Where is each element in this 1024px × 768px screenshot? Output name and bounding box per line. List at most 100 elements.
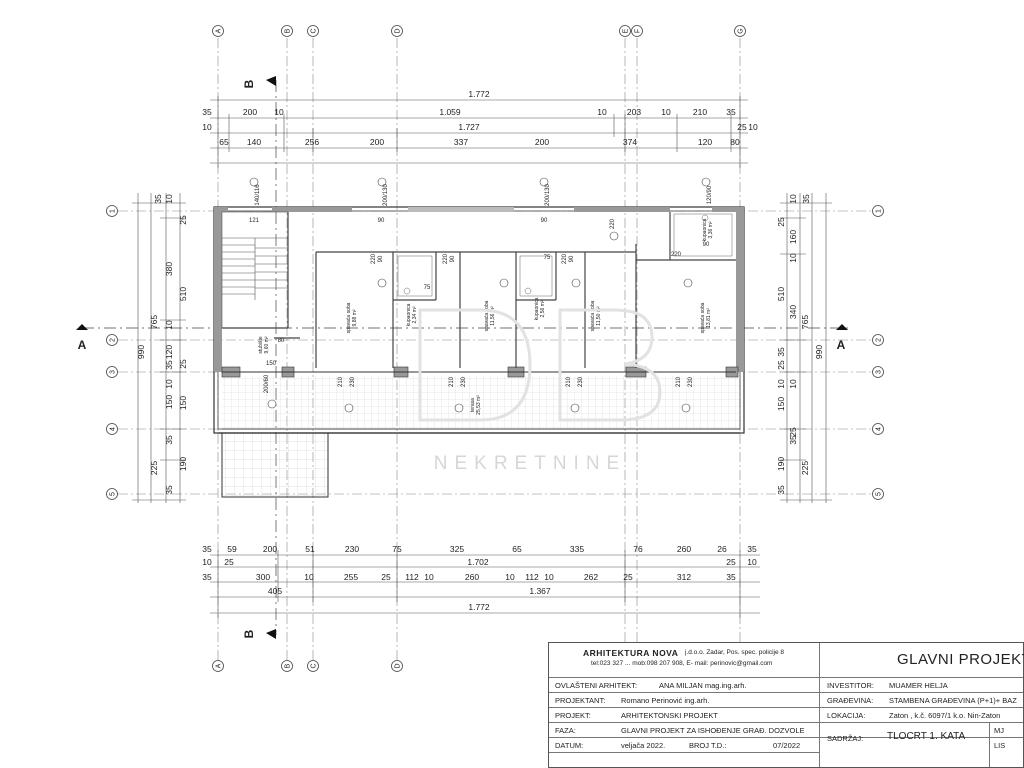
firm-name: ARHITEKTURA NOVA: [583, 648, 679, 658]
dim-left-a-9: 225: [149, 461, 159, 475]
door-label-10: 220: [671, 252, 682, 258]
dim-bottom-r1-9: 76: [633, 544, 643, 554]
dim-bottom-r1-1: 59: [227, 544, 237, 554]
dimension-lines-bottom: [210, 550, 760, 618]
dim-bottom-r1-7: 65: [512, 544, 522, 554]
dim-top-r1-4: 10: [597, 107, 607, 117]
grid-label-top-g: G: [738, 28, 745, 33]
dim-left-b-4: 190: [178, 457, 188, 471]
date-label: DATUM:: [555, 741, 584, 750]
dim-right-b-2: 35: [776, 347, 786, 357]
dim-top-r1-3: 1.059: [439, 107, 461, 117]
dim-top-r1-5: 203: [627, 107, 641, 117]
dim-left-b-1: 510: [178, 287, 188, 301]
grid-label-bottom-c: C: [311, 663, 318, 668]
grid-label-top-b: B: [285, 28, 292, 33]
dim-bottom-r1-2: 200: [263, 544, 277, 554]
dim-right-b-3: 10: [776, 379, 786, 389]
dim-bottom-r2-left-0: 10: [202, 557, 212, 567]
dim-bottom-r3-3: 255: [344, 572, 358, 582]
dim-left-outer-total: 990: [136, 345, 146, 359]
door-label-0: 220: [371, 253, 377, 264]
dim-left-b-0: 25: [178, 215, 188, 225]
light-markers: [249, 177, 711, 413]
interior-walls: [222, 212, 736, 368]
dim-bottom-r4-mid: 1.367: [529, 586, 551, 596]
dim-top-r3-3: 200: [370, 137, 384, 147]
dim-top-r1-1: 200: [243, 107, 257, 117]
dim-right-a-5: 25: [776, 360, 786, 370]
door-label-1: 90: [378, 255, 384, 262]
section-arrow-b-bottom: [266, 629, 276, 639]
firm-contact: tel:023 327 ... mob:098 207 908, E- mail…: [591, 660, 773, 667]
dim-top-r3-8: 80: [730, 137, 740, 147]
watermark: NEKRETNINE: [434, 453, 626, 474]
dim-top-r1-2: 10: [274, 107, 284, 117]
dim-bottom-r1-0: 35: [202, 544, 212, 554]
sheet-label: LIS: [994, 741, 1006, 750]
room-name-bathroom-2: kupaonica: [534, 297, 540, 320]
dim-left-b-2: 25: [178, 359, 188, 369]
dimension-lines-right: [780, 193, 832, 503]
door-label-2: 220: [443, 253, 449, 264]
dim-left-inner-total: 765: [149, 315, 159, 329]
top-width-3: 90: [703, 242, 710, 248]
dim-right-a-6: 10: [788, 379, 798, 389]
dim-bottom-r3-13: 312: [677, 572, 691, 582]
top-width-1: 90: [378, 218, 385, 224]
room-area-terrace: 25,53 m²: [476, 395, 482, 415]
dim-left-a-7: 150: [164, 395, 174, 409]
room-name-bathroom-1: kupaonica: [406, 303, 412, 326]
top-width-0: 121: [249, 218, 260, 224]
dim-bottom-r3-1: 300: [256, 572, 270, 582]
investor-value: MUAMER HELJA: [889, 681, 948, 690]
architect-label: OVLAŠTENI ARHITEKT:: [555, 681, 638, 690]
room-area-bathroom-1: 2,34 m²: [412, 306, 418, 323]
location-value: Zaton , k.č. 6097/1 k.o. Nin-Zaton: [889, 711, 1001, 720]
dim-right-b-1: 510: [776, 287, 786, 301]
terrace-door-label-1: 230: [350, 376, 356, 387]
content-label: SADRŽAJ:: [827, 734, 864, 743]
dim-top-r1-8: 35: [726, 107, 736, 117]
dim-right-outer-total: 990: [814, 345, 824, 359]
dim-bottom-r1-8: 335: [570, 544, 584, 554]
grid-label-right-1: 1: [876, 209, 883, 213]
top-width-2: 90: [541, 218, 548, 224]
dim-top-r3-1: 140: [247, 137, 261, 147]
grid-label-right-3: 3: [876, 370, 883, 374]
room-name-bedroom-3: spavaća soba: [590, 300, 596, 331]
grid-label-left-1: 1: [110, 209, 117, 213]
dim-top-r1-0: 35: [202, 107, 212, 117]
grid-label-top-f: F: [635, 29, 642, 33]
door-label-3: 90: [450, 255, 456, 262]
dim-right-a-9: 35: [776, 485, 786, 495]
dim-bottom-total: 1.772: [468, 602, 490, 612]
room-area-bathroom-3: 3,36 m²: [708, 221, 714, 238]
grid-label-left-3: 3: [110, 370, 117, 374]
investor-label: INVESTITOR:: [827, 681, 874, 690]
window-label-1: 200/130: [383, 184, 389, 206]
dim-top-r3-6: 374: [623, 137, 637, 147]
content-value: TLOCRT 1. KATA: [887, 731, 966, 742]
dim-bottom-r1-11: 26: [717, 544, 727, 554]
dim-right-b-6: 225: [800, 461, 810, 475]
watermark-logo: [418, 308, 662, 422]
room-name-bedroom-2: spavaća soba: [484, 300, 490, 331]
designer-label: PROJEKTANT:: [555, 696, 606, 705]
dim-bottom-r2-right-1: 10: [747, 557, 757, 567]
dim-top-r3-7: 120: [698, 137, 712, 147]
small-label-0: 200/60: [264, 374, 270, 393]
dim-right-a-0: 10: [788, 194, 798, 204]
dim-bottom-r3-7: 260: [465, 572, 479, 582]
balcony-floor: [221, 432, 329, 498]
building-floor-plan: [213, 177, 745, 498]
room-area-staircase: 9,60 m²: [264, 336, 270, 353]
room-name-bedroom-1: spavaća soba: [346, 302, 352, 333]
grid-label-top-d: D: [395, 28, 402, 33]
dim-right-b-5: 35: [788, 435, 798, 445]
dim-left-a-5: 35: [164, 360, 174, 370]
dim-left-a-10: 35: [164, 485, 174, 495]
firm-address: j.d.o.o. Zadar, Pos. spec. policije 8: [685, 649, 784, 656]
dim-right-a-1: 25: [776, 217, 786, 227]
dim-top-r3-0: 65: [219, 137, 229, 147]
